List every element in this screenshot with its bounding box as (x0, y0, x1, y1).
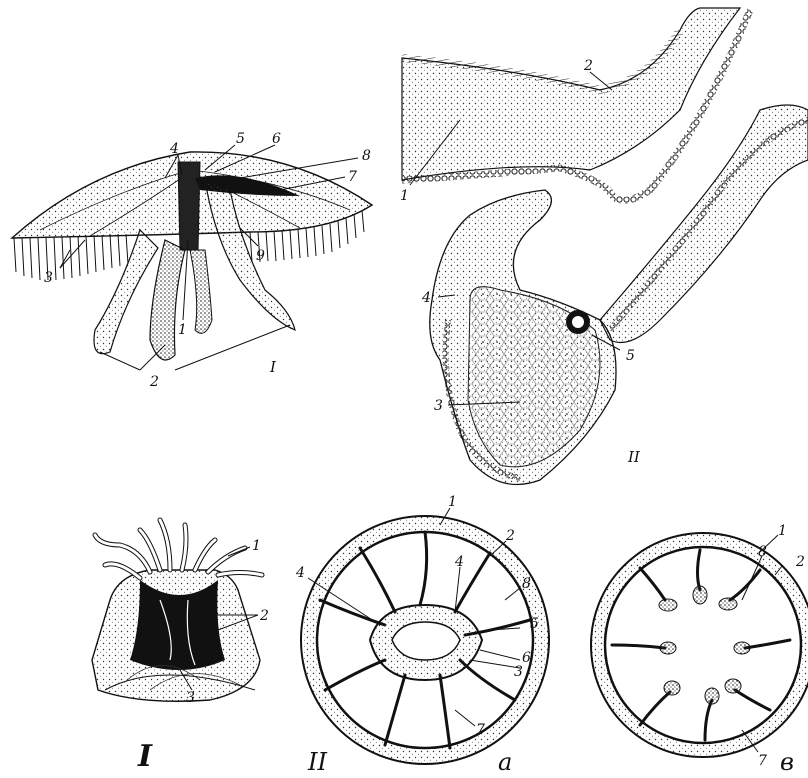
label-top-II-5: 5 (626, 348, 635, 364)
label-a-3: 3 (514, 664, 523, 680)
roman-bot-I: I (137, 739, 153, 774)
letter-a: a (498, 748, 512, 776)
label-a-6: 6 (522, 650, 531, 666)
label-b-7: 7 (758, 753, 767, 769)
label-top-I-1: 1 (178, 322, 187, 338)
label-b-1: 1 (778, 523, 787, 539)
label-a-4-right: 4 (454, 554, 464, 570)
label-a-5: 5 (530, 616, 539, 632)
label-top-II-2: 2 (583, 58, 593, 74)
label-bot-I-2: 2 (259, 608, 269, 624)
label-a-7: 7 (476, 722, 485, 738)
label-b-2: 2 (795, 554, 805, 570)
label-top-II-3: 3 (434, 398, 443, 414)
label-a-1: 1 (448, 494, 457, 510)
label-top-I-2: 2 (149, 374, 159, 390)
label-a-8: 8 (522, 576, 531, 592)
manubrium (178, 162, 200, 250)
label-top-II-4: 4 (421, 290, 431, 306)
oral-arm (150, 240, 185, 360)
medusa-illustration (12, 145, 372, 370)
roman-top-I: I (269, 358, 277, 376)
label-top-I-9: 9 (256, 248, 265, 264)
roman-bot-II: II (307, 748, 327, 776)
tissue-section-illustration (402, 8, 808, 485)
polyp-illustration (92, 520, 262, 701)
label-a-4-left: 4 (295, 565, 305, 581)
oral-arm (94, 230, 158, 354)
label-top-II-1: 1 (400, 188, 409, 204)
label-bot-I-1: 1 (252, 538, 261, 554)
label-b-8: 8 (758, 544, 767, 560)
oral-arm (190, 250, 212, 333)
cross-section-b (591, 533, 808, 757)
label-top-I-3: 3 (44, 270, 53, 286)
label-top-I-5: 5 (236, 131, 245, 147)
label-top-I-8: 8 (362, 148, 371, 164)
letter-b: в (780, 748, 794, 776)
label-a-2: 2 (505, 528, 515, 544)
roman-top-II: II (627, 448, 641, 466)
label-bot-I-3: 3 (186, 690, 195, 706)
label-top-I-7: 7 (348, 169, 357, 185)
label-top-I-6: 6 (272, 131, 281, 147)
label-top-I-4: 4 (169, 141, 179, 157)
cross-section-a (301, 508, 549, 764)
